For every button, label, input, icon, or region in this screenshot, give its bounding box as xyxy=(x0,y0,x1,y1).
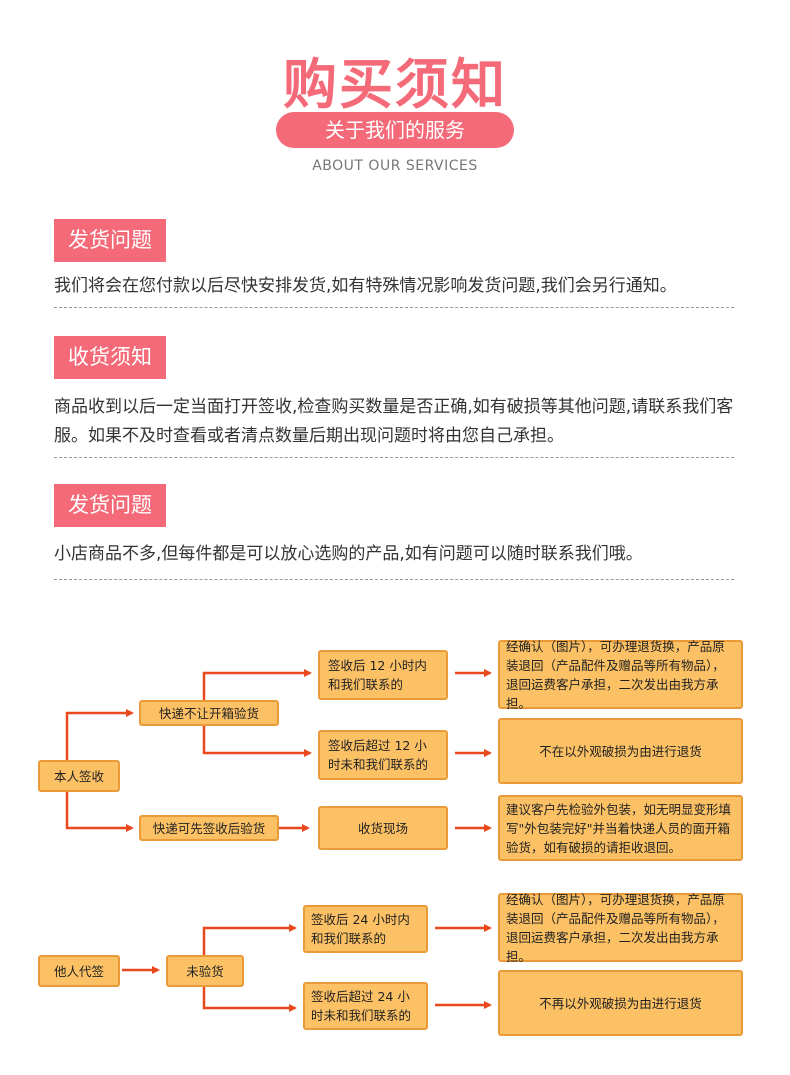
section-text-receiving: 商品收到以后一定当面打开签收,检查购买数量是否正确,如有破损等其他问题,请联系我… xyxy=(54,397,734,446)
connector-arrow xyxy=(202,984,297,1012)
section-text-shop: 小店商品不多,但每件都是可以放心选购的产品,如有问题可以随时联系我们哦。 xyxy=(54,544,643,564)
connector-arrow xyxy=(65,792,134,832)
flow-box-no-open-inspection: 快递不让开箱验货 xyxy=(139,700,279,726)
section-text-shipping: 我们将会在您付款以后尽快安排发货,如有特殊情况影响发货问题,我们会另行通知。 xyxy=(54,276,677,296)
flow-box-result-no-return-2: 不再以外观破损为由进行退货 xyxy=(498,970,743,1036)
connector-arrow xyxy=(202,924,297,957)
flow-box-sign-then-inspect: 快递可先签收后验货 xyxy=(139,815,279,841)
flow-box-within-24h: 签收后 24 小时内和我们联系的 xyxy=(303,905,428,953)
flow-box-on-site: 收货现场 xyxy=(318,806,448,850)
section-divider xyxy=(54,579,734,580)
section-divider xyxy=(54,457,734,458)
connector-arrow xyxy=(202,726,312,757)
page-title: 购买须知 xyxy=(283,53,507,116)
flow-box-result-return: 经确认（图片），可办理退货换，产品原装退回（产品配件及赠品等所有物品），退回运费… xyxy=(498,639,743,711)
flow-box-result-return-2: 经确认（图片），可办理退货换，产品原装退回（产品配件及赠品等所有物品），退回运费… xyxy=(498,892,743,964)
services-subtitle: ABOUT OUR SERVICES xyxy=(312,158,478,174)
flow-box-over-24h: 签收后超过 24 小时未和我们联系的 xyxy=(303,982,428,1030)
flow-box-result-no-return: 不在以外观破损为由进行退货 xyxy=(498,718,743,784)
flow-box-within-12h: 签收后 12 小时内和我们联系的 xyxy=(318,650,448,700)
services-pill: 关于我们的服务 xyxy=(276,112,514,148)
connector-arrow xyxy=(65,709,134,760)
flow-box-self-sign: 本人签收 xyxy=(38,760,120,792)
connector-arrow xyxy=(202,669,312,700)
section-label-shipping-2: 发货问题 xyxy=(54,484,166,527)
section-label-shipping: 发货问题 xyxy=(54,219,166,262)
flow-box-result-inspect: 建议客户先检验外包装，如无明显变形填写"外包装完好"并当着快递人员的面开箱验货，… xyxy=(498,795,743,861)
section-divider xyxy=(54,307,734,308)
flow-box-not-inspected: 未验货 xyxy=(166,955,244,987)
flow-box-over-12h: 签收后超过 12 小时未和我们联系的 xyxy=(318,730,448,780)
flow-box-proxy-sign: 他人代签 xyxy=(38,955,120,987)
section-label-receiving: 收货须知 xyxy=(54,336,166,379)
